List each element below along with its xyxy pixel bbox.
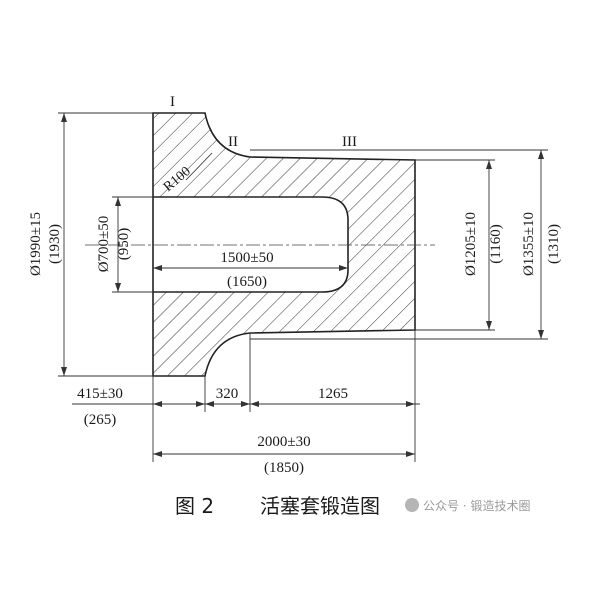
figure-number: 图 2 — [175, 494, 214, 518]
body-length-label: 1265 — [318, 386, 348, 402]
body-diameter-2-ref-label: (1310) — [546, 224, 562, 264]
bore-diameter-dimension — [112, 196, 153, 293]
body-diameter-1-label: Ø1205±10 — [463, 212, 479, 276]
body-diameter-1-ref-label: (1160) — [488, 224, 504, 263]
section-label-3: III — [342, 134, 357, 150]
flange-length-ref-label: (265) — [84, 412, 117, 428]
length-dimensions — [72, 330, 420, 462]
part-section — [152, 112, 416, 377]
bore-depth-ref-label: (1650) — [227, 274, 267, 290]
section-label-2: II — [228, 134, 238, 150]
bore-diameter-ref-label: (950) — [116, 228, 132, 261]
watermark-text: 公众号 · 锻造技术圈 — [423, 499, 530, 513]
outer-diameter-ref-label: (1930) — [47, 224, 63, 264]
body-diameter-dimensions — [250, 149, 548, 340]
outer-diameter-label: Ø1990±15 — [28, 212, 44, 276]
total-length-label: 2000±30 — [257, 434, 310, 450]
bore-depth-label: 1500±50 — [220, 250, 273, 266]
total-length-ref-label: (1850) — [264, 460, 304, 476]
outer-diameter-dimension — [58, 112, 153, 377]
flange-length-label: 415±30 — [77, 386, 123, 402]
section-label-1: I — [170, 94, 175, 110]
watermark-icon — [405, 498, 419, 512]
step-length-label: 320 — [216, 386, 239, 402]
figure-title: 活塞套锻造图 — [260, 494, 380, 518]
bore-diameter-label: Ø700±50 — [96, 216, 112, 273]
body-diameter-2-label: Ø1355±10 — [521, 212, 537, 276]
